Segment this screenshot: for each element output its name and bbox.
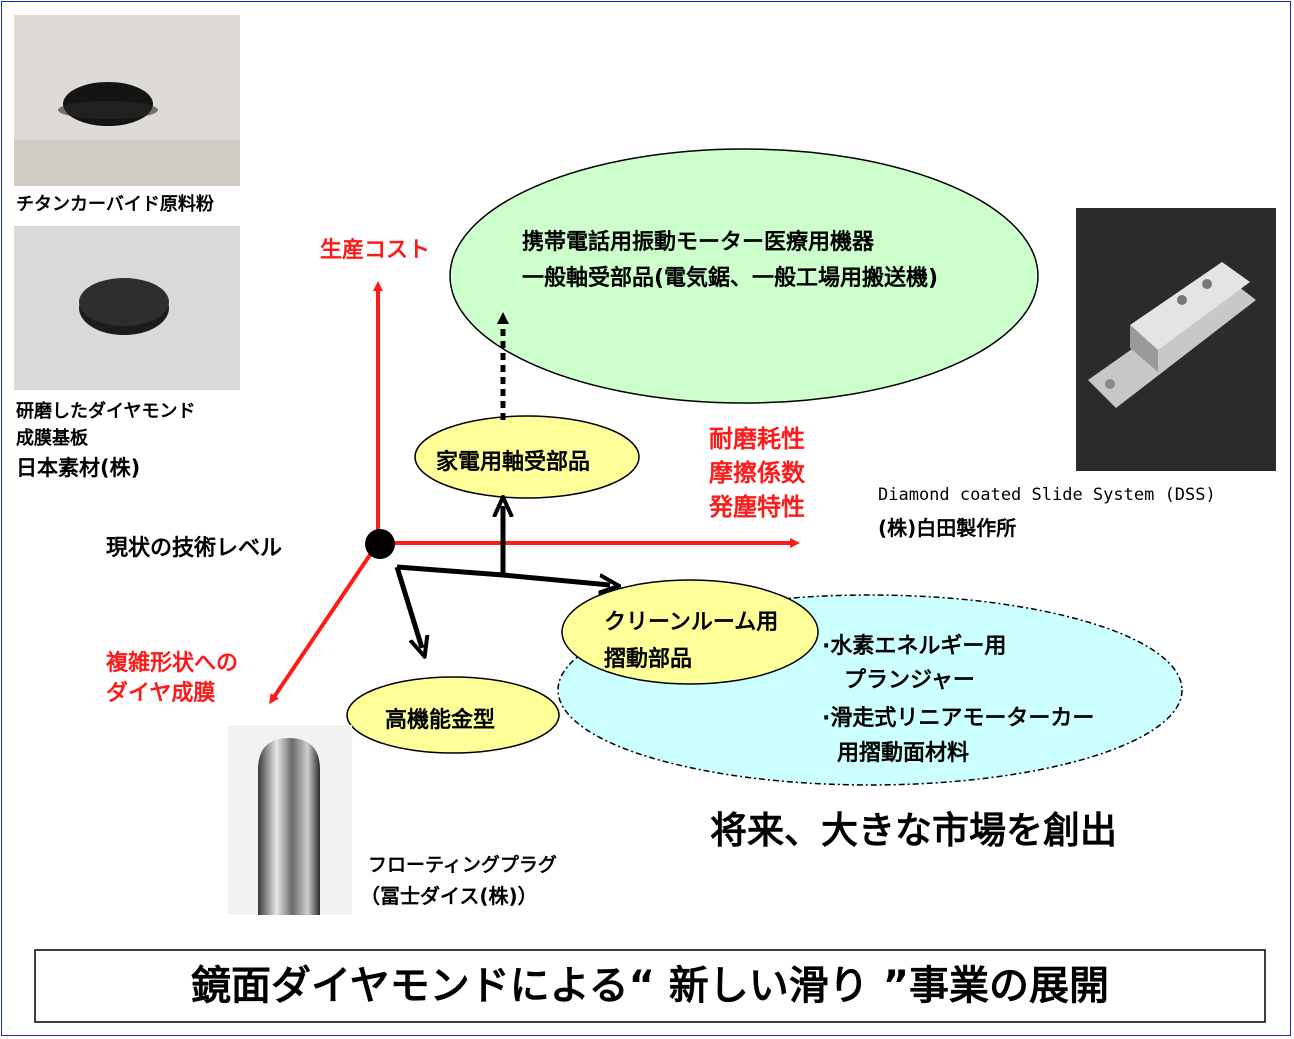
origin-dot (365, 529, 395, 559)
title-box (34, 949, 1266, 1023)
plug-company: （冨士ダイス(株)） (360, 884, 538, 908)
mold-label: 高機能金型 (385, 708, 496, 733)
future-item1-b: プランジャー (844, 668, 975, 693)
future-item2-a: ·滑走式リニアモーターカー (822, 706, 1095, 731)
future-item1-a: ·水素エネルギー用 (822, 634, 1007, 659)
cleanroom-ellipse (561, 579, 819, 685)
horizontal-axis-label-3: 発塵特性 (709, 493, 805, 521)
main-title: 鏡面ダイヤモンドによる“ 新しい滑り ”事業の展開 (190, 963, 1110, 1009)
future-item2-b: 用摺動面材料 (837, 741, 970, 766)
substrate-photo (14, 226, 240, 390)
horizontal-axis-label-1: 耐磨耗性 (709, 425, 805, 453)
appliance-bearing-label: 家電用軸受部品 (436, 450, 591, 475)
powder-photo (14, 15, 240, 186)
cleanroom-line1: クリーンルーム用 (604, 610, 779, 635)
plug-photo (228, 725, 352, 915)
substrate-caption-1: 研磨したダイヤモンド (16, 401, 196, 422)
future-market-headline: 将来、大きな市場を創出 (710, 809, 1117, 852)
cleanroom-line2: 摺動部品 (604, 647, 693, 672)
diagonal-axis-label-2: ダイヤ成膜 (106, 681, 216, 706)
dss-caption: Diamond coated Slide System (DSS) (878, 485, 1216, 505)
big-market-ellipse (449, 148, 1039, 404)
dss-photo (1076, 208, 1276, 471)
plug-caption: フローティングプラグ (368, 854, 557, 876)
dss-company: (株)白田製作所 (878, 516, 1017, 540)
diagonal-axis-arrow (269, 541, 380, 705)
origin-label: 現状の技術レベル (106, 536, 283, 561)
substrate-company: 日本素材(株) (16, 456, 141, 480)
big-market-line2: 一般軸受部品(電気鋸、一般工場用搬送機) (522, 266, 939, 291)
mold-arrow (394, 566, 422, 648)
substrate-caption-2: 成膜基板 (16, 428, 88, 449)
horizontal-axis-label-2: 摩擦係数 (709, 459, 805, 487)
powder-caption: チタンカーバイド原料粉 (16, 194, 214, 215)
vertical-axis-label: 生産コスト (320, 238, 431, 263)
appliance-bearing-ellipse (414, 415, 640, 499)
big-market-line1: 携帯電話用振動モーター医療用機器 (522, 230, 875, 255)
diagonal-axis-label-1: 複雑形状への (106, 651, 239, 676)
mold-ellipse (346, 676, 560, 754)
